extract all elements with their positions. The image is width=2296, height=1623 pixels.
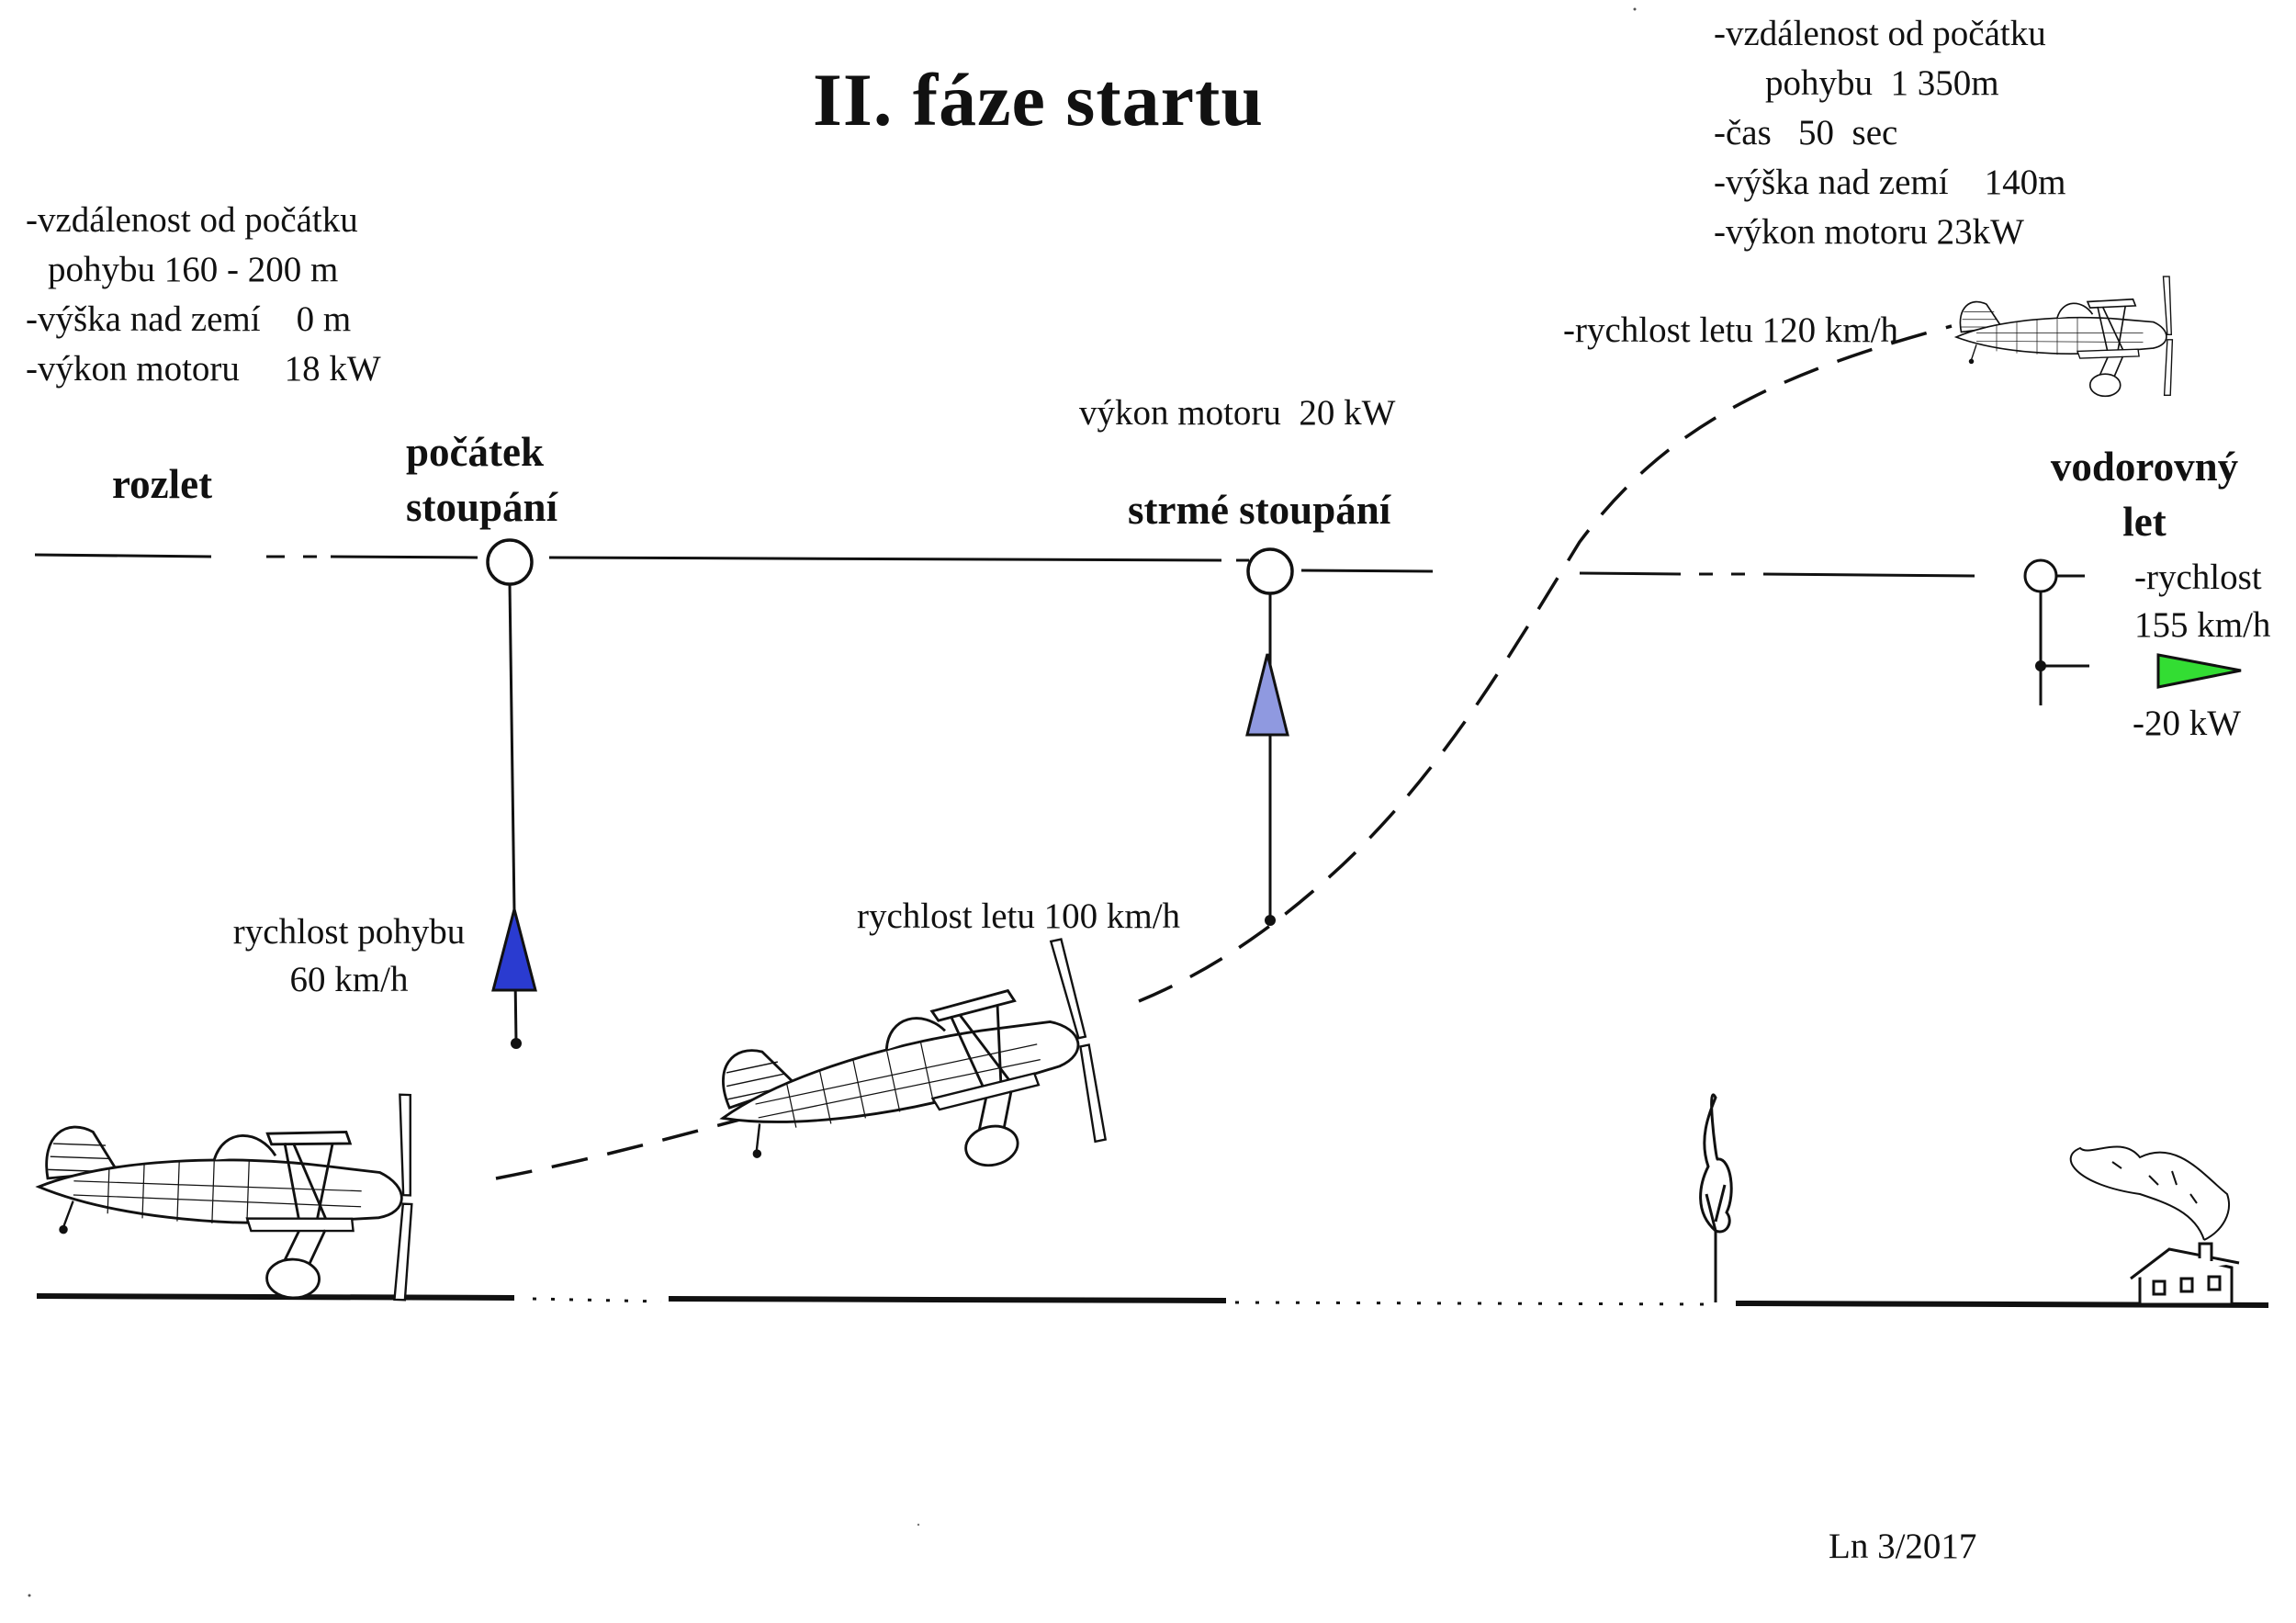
info-right-line: -výška nad zemí 140m [1714,163,2066,202]
label-line: rychlost pohybu [232,912,466,952]
label-line: 60 km/h [289,960,409,999]
label-rychlost-letu-120: -rychlost letu 120 km/h [1563,310,1899,350]
triangle-marker-start [491,904,537,992]
label-rychlost-letu-100: rychlost letu 100 km/h [857,896,1181,936]
biplane-icon [1955,276,2174,398]
phase-label-line: vodorovný [2050,444,2239,490]
info-right-line: pohybu 1 350m [1765,63,1999,103]
triangle-marker-steep [1245,653,1289,737]
info-left-line: pohybu 160 - 200 m [48,250,339,289]
info-block-left: -vzdálenost od počátku pohybu 160 - 200 … [26,196,381,394]
info-block-right: -vzdálenost od počátku pohybu 1 350m -ča… [1714,9,2065,257]
phase-marker-start [486,538,534,586]
info-right-line: -čas 50 sec [1714,113,1898,152]
triangle-marker-level [2156,653,2242,689]
label-line: 155 km/h [2134,605,2271,645]
phase-label-rozlet: rozlet [112,461,213,507]
label-line: -rychlost [2134,558,2262,597]
label-vykon-strme: výkon motoru 20 kW [1079,393,1396,433]
phase-label-strme: strmé stoupání [1128,487,1391,533]
info-right-line: -výkon motoru 23kW [1714,212,2024,252]
info-left-line: -výkon motoru 18 kW [26,349,381,389]
phase-label-line: let [2122,499,2167,545]
signature: Ln 3/2017 [1829,1527,1977,1566]
page-title: II. fáze startu [813,58,1264,141]
biplane-icon [33,1080,417,1303]
phase-label-line: počátek [406,429,544,475]
phase-axis [34,553,2085,578]
biplane-icon [699,936,1111,1220]
phase-marker-steep [1246,547,1294,595]
info-right-line: -vzdálenost od počátku [1714,14,2046,53]
flight-path [495,324,1953,1180]
label-rychlost-155: -rychlost 155 km/h [2134,554,2270,649]
label-vykon-155: -20 kW [2133,704,2242,743]
phase-label-line: stoupání [406,484,558,530]
smoke-icon [2069,1145,2230,1241]
phase-marker-level [2023,558,2058,593]
phase-label-vodorovny: vodorovný let [2020,439,2268,549]
info-left-line: -výška nad zemí 0 m [26,299,352,339]
ground-line [36,1293,2269,1308]
phase-label-pocatek: počátek stoupání [406,424,557,535]
tree-icon [1699,1093,1733,1302]
house-icon [2130,1242,2240,1306]
label-rychlost-pohybu: rychlost pohybu 60 km/h [202,908,496,1004]
info-left-line: -vzdálenost od počátku [26,200,358,240]
